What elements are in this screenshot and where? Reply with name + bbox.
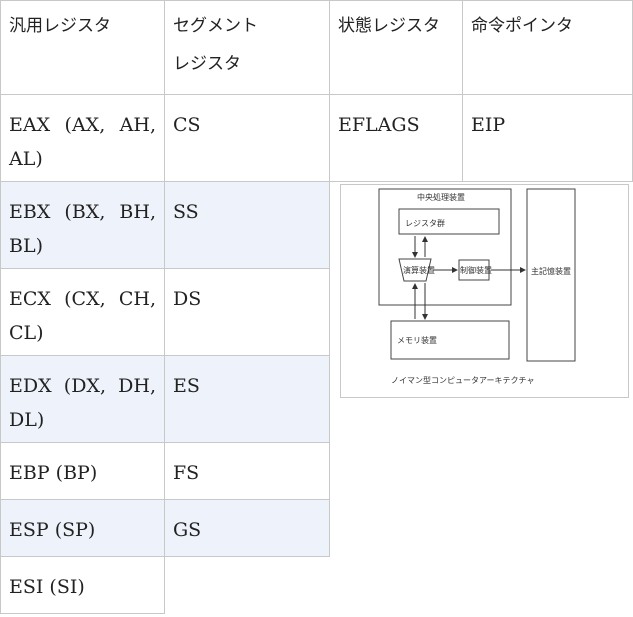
- control-label: 制御装置: [460, 265, 492, 275]
- segment-register-cell: CS: [165, 95, 330, 182]
- alu-shape: [398, 258, 432, 282]
- general-register-cell: EDX (DX, DH, DL): [0, 356, 165, 443]
- register-label: レジスタ群: [405, 218, 445, 228]
- status-register-cell: EFLAGS: [330, 95, 463, 182]
- header-status: 状態レジスタ: [330, 0, 463, 95]
- segment-register-cell: ES: [165, 356, 330, 443]
- segment-register-cell: DS: [165, 269, 330, 356]
- cpu-box: [378, 188, 512, 306]
- alu-label: 演算装置: [403, 265, 435, 275]
- general-register-cell: ESI (SI): [0, 557, 165, 614]
- segment-register-cell: GS: [165, 500, 330, 557]
- memory-unit-label: メモリ装置: [397, 335, 437, 345]
- main-memory-label: 主記憶装置: [531, 266, 571, 276]
- cpu-label: 中央処理装置: [417, 192, 465, 202]
- general-register-cell: EBP (BP): [0, 443, 165, 500]
- architecture-diagram: 中央処理装置 レジスタ群 演算装置 制御装置 主記憶装置 メモリ装置 ノイマン型…: [340, 184, 629, 398]
- instruction-pointer-cell: EIP: [463, 95, 633, 182]
- main-memory-box: [526, 188, 576, 362]
- general-register-cell: EBX (BX, BH, BL): [0, 182, 165, 269]
- register-box: [398, 208, 500, 235]
- figure-caption: ノイマン型コンピュータアーキテクチャ: [391, 376, 534, 385]
- memory-unit-box: [390, 320, 510, 360]
- header-pointer: 命令ポインタ: [463, 0, 633, 95]
- control-box: [458, 259, 490, 281]
- header-general: 汎用レジスタ: [0, 0, 165, 95]
- segment-register-cell: SS: [165, 182, 330, 269]
- general-register-cell: EAX (AX, AH, AL): [0, 95, 165, 182]
- general-register-cell: ESP (SP): [0, 500, 165, 557]
- segment-register-cell: FS: [165, 443, 330, 500]
- header-segment: セグメント レジスタ: [165, 0, 330, 95]
- general-register-cell: ECX (CX, CH, CL): [0, 269, 165, 356]
